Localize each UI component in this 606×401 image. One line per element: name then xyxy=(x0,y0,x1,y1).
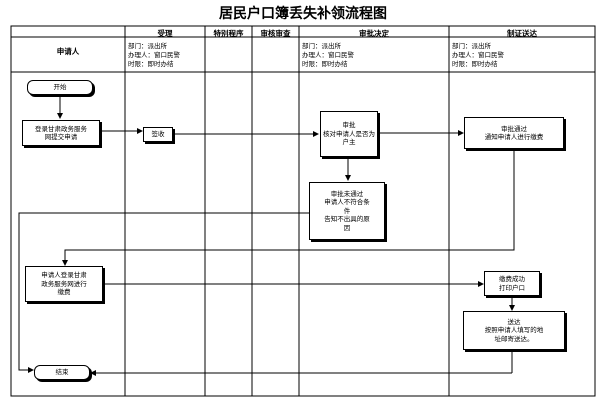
node-pay: 申请人登录甘肃 政务服务网进行 缴费 xyxy=(25,266,103,302)
node-receive: 签收 xyxy=(143,127,173,142)
node-reject: 审批未通过 申请人不符合条 件 告知不出具的原 因 xyxy=(309,182,385,240)
lane-header-special: 特别程序 xyxy=(213,29,244,38)
lane-info-issue: 部门：派出所 办理人：窗口民警 时限：即时办结 xyxy=(452,42,504,68)
node-start: 开始 xyxy=(27,80,93,95)
lane-info-accept: 部门：派出所 办理人：窗口民警 时限：即时办结 xyxy=(128,42,180,68)
lane-header-approve: 审批决定 xyxy=(359,29,389,38)
node-deliver: 送达 按照申请人填写的地 址邮寄送达。 xyxy=(463,311,565,350)
arrow-reject-end xyxy=(18,212,309,373)
node-apply: 登录甘肃政务服务 网提交申请 xyxy=(22,120,100,146)
lane-header-review: 审核审查 xyxy=(260,29,291,38)
node-approved: 审批通过 通知申请人进行缴费 xyxy=(464,117,564,149)
node-paid: 缴费成功 打印户口 xyxy=(484,271,540,296)
lane-header-issue: 制证送达 xyxy=(507,29,537,38)
lane-frame xyxy=(10,25,596,397)
node-end: 结束 xyxy=(34,365,90,380)
lane-info-approve: 部门：派出所 办理人：窗口民警 时限：即时办结 xyxy=(302,42,354,68)
lane-header-applicant: 申请人 xyxy=(56,47,80,56)
page-title: 居民户口簿丢失补领流程图 xyxy=(219,6,387,22)
arrow-approved-pay xyxy=(62,150,515,266)
lane-header-accept: 受理 xyxy=(157,29,173,38)
node-approve-check: 审批 核对申请人是否为 户主 xyxy=(320,111,378,157)
